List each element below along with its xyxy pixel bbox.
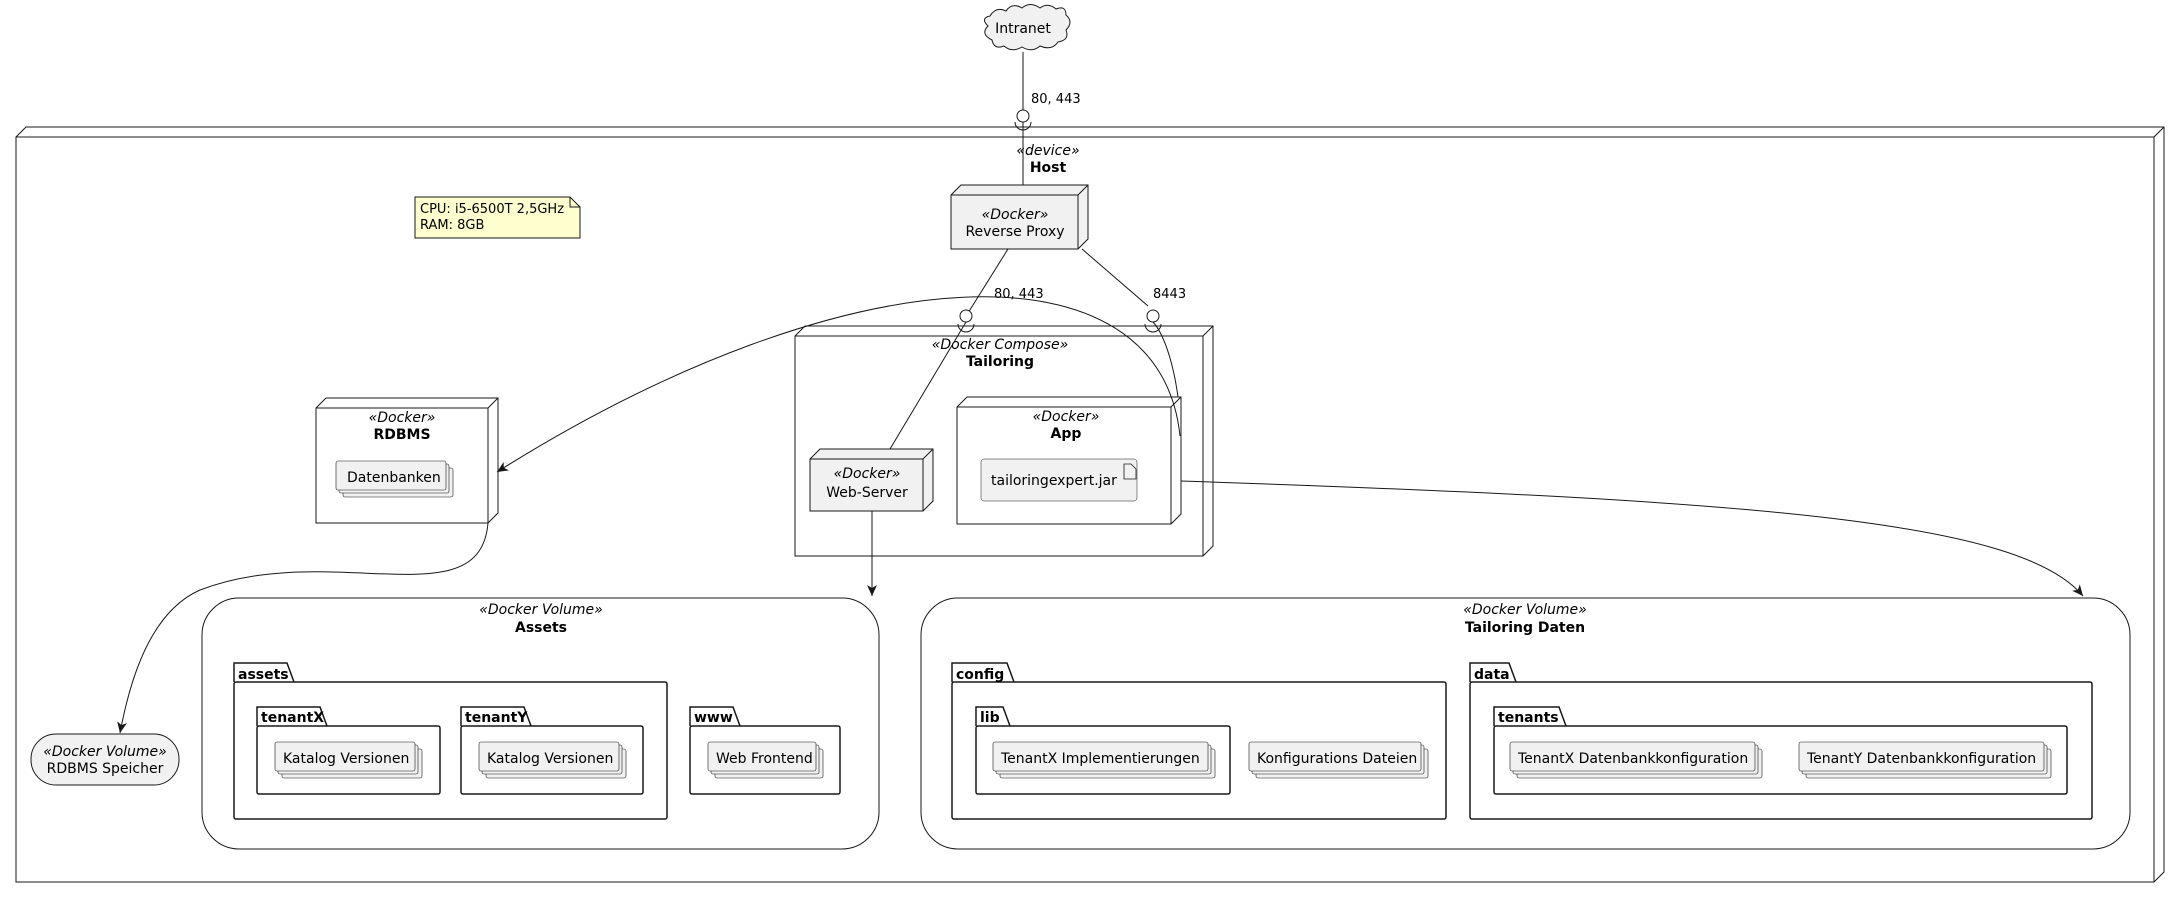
assets-stereotype: «Docker Volume» [479,602,603,618]
web-frontend-collection[interactable]: Web Frontend [707,741,824,779]
reverse-proxy-node[interactable]: «Docker» Reverse Proxy [950,184,1089,250]
host-stereotype: «device» [1016,143,1079,159]
web-frontend-label: Web Frontend [716,751,813,767]
rdbms-node[interactable]: «Docker» RDBMS Datenbanken [315,397,499,524]
rdbms-stereotype: «Docker» [369,410,436,426]
katalog-versionen-x[interactable]: Katalog Versionen [274,741,423,779]
hardware-note: CPU: i5-6500T 2,5GHz RAM: 8GB [414,196,581,239]
konfigurations-dateien[interactable]: Konfigurations Dateien [1248,741,1429,779]
tenantx-implementierungen-label: TenantX Implementierungen [1000,751,1200,767]
package-tenantx-label: tenantX [261,710,324,726]
tailoring-stereotype: «Docker Compose» [932,337,1069,353]
tenantx-db-config[interactable]: TenantX Datenbankkonfiguration [1509,741,1763,779]
rdbms-storage-stereotype: «Docker Volume» [43,744,167,760]
package-data[interactable]: data tenants TenantX Datenbankkonfigurat… [1469,662,2093,820]
tailoring-daten-stereotype: «Docker Volume» [1463,602,1587,618]
app-to-rdbms-arrow [496,296,1181,473]
app-node[interactable]: «Docker» App tailoringexpert.jar [956,396,1182,525]
rdbms-storage-title: RDBMS Speicher [47,761,164,777]
package-assets[interactable]: assets tenantX Katalog Versionen tenantY [233,662,668,820]
rdbms-to-storage-arrow [117,522,489,734]
rdbms-storage[interactable]: «Docker Volume» RDBMS Speicher [30,733,180,786]
tailoring-app-port-label: 8443 [1153,287,1186,302]
web-server-title: Web-Server [826,485,908,501]
package-config-label: config [956,667,1004,683]
tailoring-daten-title: Tailoring Daten [1465,620,1585,636]
tailoring-web-port-label: 80, 443 [994,287,1044,302]
katalog-versionen-y-label: Katalog Versionen [487,751,613,767]
intranet-port-label: 80, 443 [1031,92,1081,107]
package-assets-label: assets [238,667,289,683]
assets-title: Assets [515,620,567,636]
app-title: App [1051,426,1082,442]
intranet-label: Intranet [995,21,1051,37]
web-server-stereotype: «Docker» [834,466,901,482]
package-data-label: data [1474,667,1510,683]
intranet-cloud[interactable]: Intranet [984,4,1071,51]
package-tenants-label: tenants [1498,710,1559,726]
package-www[interactable]: www Web Frontend [689,706,841,795]
package-tenanty-label: tenantY [465,710,528,726]
tailoring-title: Tailoring [966,354,1034,370]
tenantx-implementierungen[interactable]: TenantX Implementierungen [992,741,1216,779]
tenanty-db-config[interactable]: TenantY Datenbankkonfiguration [1798,741,2052,779]
konfigurations-dateien-label: Konfigurations Dateien [1257,751,1417,767]
note-cpu: CPU: i5-6500T 2,5GHz [420,202,564,217]
katalog-versionen-y[interactable]: Katalog Versionen [478,741,627,779]
tailoring-daten-volume[interactable]: «Docker Volume» Tailoring Daten config l… [920,597,2131,850]
assets-volume[interactable]: «Docker Volume» Assets assets tenantX Ka… [201,597,880,850]
datenbanken-collection[interactable]: Datenbanken [335,460,454,498]
package-tenanty[interactable]: tenantY Katalog Versionen [460,706,644,795]
katalog-versionen-x-label: Katalog Versionen [283,751,409,767]
jar-artifact[interactable]: tailoringexpert.jar [980,458,1138,502]
note-ram: RAM: 8GB [420,218,484,233]
tenantx-db-config-label: TenantX Datenbankkonfiguration [1517,751,1748,767]
tenanty-db-config-label: TenantY Datenbankkonfiguration [1806,751,2036,767]
intranet-connection: 80, 443 [1014,52,1081,185]
package-tenantx[interactable]: tenantX Katalog Versionen [256,706,441,795]
reverse-proxy-title: Reverse Proxy [965,224,1064,240]
app-to-tailoring-daten-arrow [1180,480,2084,597]
jar-label: tailoringexpert.jar [991,473,1117,489]
web-server-node[interactable]: «Docker» Web-Server [809,448,934,512]
package-config[interactable]: config lib TenantX Implementierungen Kon… [951,662,1447,820]
package-lib-label: lib [980,710,1000,726]
package-www-label: www [694,710,733,726]
package-tenants[interactable]: tenants TenantX Datenbankkonfiguration T… [1493,706,2068,795]
file-icon [1123,463,1137,480]
reverse-proxy-stereotype: «Docker» [982,207,1049,223]
package-lib[interactable]: lib TenantX Implementierungen [975,706,1231,795]
host-title: Host [1030,160,1067,176]
app-stereotype: «Docker» [1033,409,1100,425]
datenbanken-label: Datenbanken [347,470,441,486]
rdbms-title: RDBMS [373,427,430,443]
